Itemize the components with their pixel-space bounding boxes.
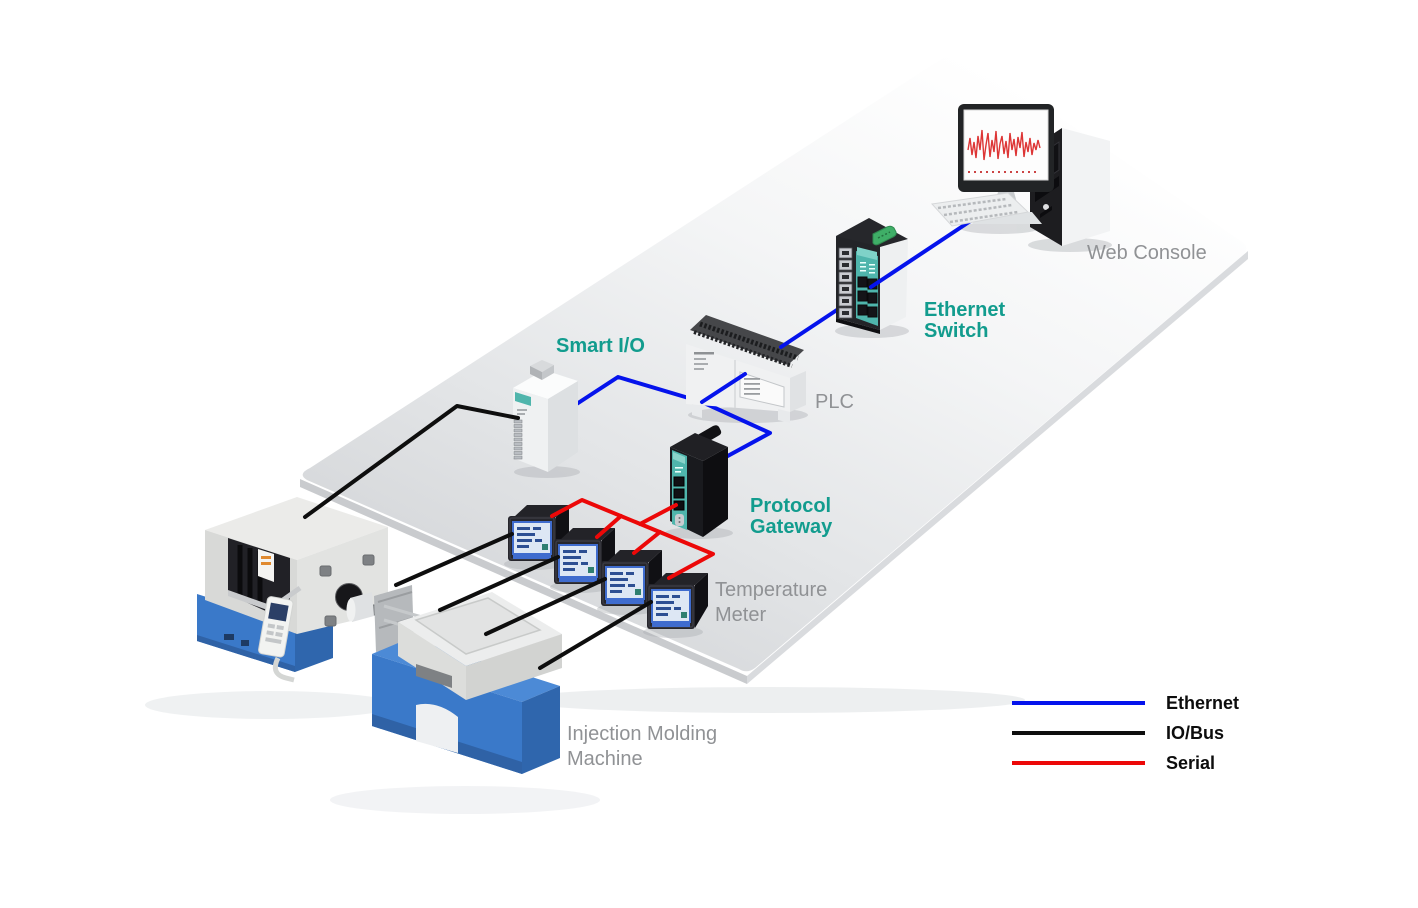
ethernet-line-switch-console: [869, 212, 983, 289]
serial-stub-gateway: [638, 503, 678, 526]
temperature-meter-label: Temperature Meter: [715, 578, 827, 628]
serial-bus: [550, 498, 715, 580]
serial-lines: [550, 498, 715, 580]
waveform-chart: [967, 129, 1041, 161]
monitor: [958, 104, 1054, 224]
ethernet-switch-label: Ethernet Switch: [924, 300, 1005, 342]
iobus-line-meter2: [438, 555, 560, 612]
web-console-device: [930, 104, 1110, 246]
iobus-line-meter1: [394, 532, 514, 587]
ethernet-line-junction-plc: [700, 372, 747, 404]
legend-row-iobus: IO/Bus: [1012, 718, 1239, 748]
injection-molding-machine-label-line2: Machine: [567, 748, 643, 770]
injection-molding-machine-label: Injection Molding Machine: [567, 722, 717, 772]
injection-molding-machine-label-line1: Injection Molding: [567, 723, 718, 745]
legend-label-iobus: IO/Bus: [1166, 723, 1225, 743]
protocol-gateway-device: [670, 425, 728, 537]
legend-swatch-iobus: [1012, 731, 1145, 735]
floor-reflections: [145, 687, 1025, 814]
iobus-line-smartio-machine: [303, 404, 520, 519]
iobus-lines: [303, 404, 653, 670]
legend: Ethernet IO/Bus Serial: [1012, 688, 1239, 778]
plc-label: PLC: [815, 391, 854, 413]
temperature-meter-label-line1: Temperature: [715, 579, 828, 601]
serial-stub-meter2: [595, 514, 623, 539]
smart-io-label: Smart I/O: [556, 335, 645, 357]
keyboard: [930, 192, 1030, 227]
serial-stub-meter3: [632, 530, 662, 555]
legend-row-ethernet: Ethernet: [1012, 688, 1239, 718]
ethernet-switch-device: [836, 218, 908, 334]
iobus-line-meter4: [538, 600, 653, 670]
ethernet-switch-label-line2: Switch: [924, 320, 989, 342]
legend-label-ethernet: Ethernet: [1166, 693, 1240, 713]
legend-label-serial: Serial: [1166, 753, 1216, 773]
temperature-meter-label-line2: Meter: [715, 604, 767, 626]
iobus-line-meter3: [484, 577, 607, 636]
legend-swatch-serial: [1012, 761, 1145, 765]
ethernet-switch-label-line1: Ethernet: [924, 299, 1006, 321]
smart-io-device: [513, 360, 578, 472]
web-console-label: Web Console: [1087, 242, 1207, 264]
legend-swatch-ethernet: [1012, 701, 1145, 705]
protocol-gateway-label-line2: Gateway: [750, 516, 833, 538]
protocol-gateway-label: Protocol Gateway: [750, 496, 832, 538]
legend-row-serial: Serial: [1012, 748, 1239, 778]
protocol-gateway-label-line1: Protocol: [750, 495, 832, 517]
